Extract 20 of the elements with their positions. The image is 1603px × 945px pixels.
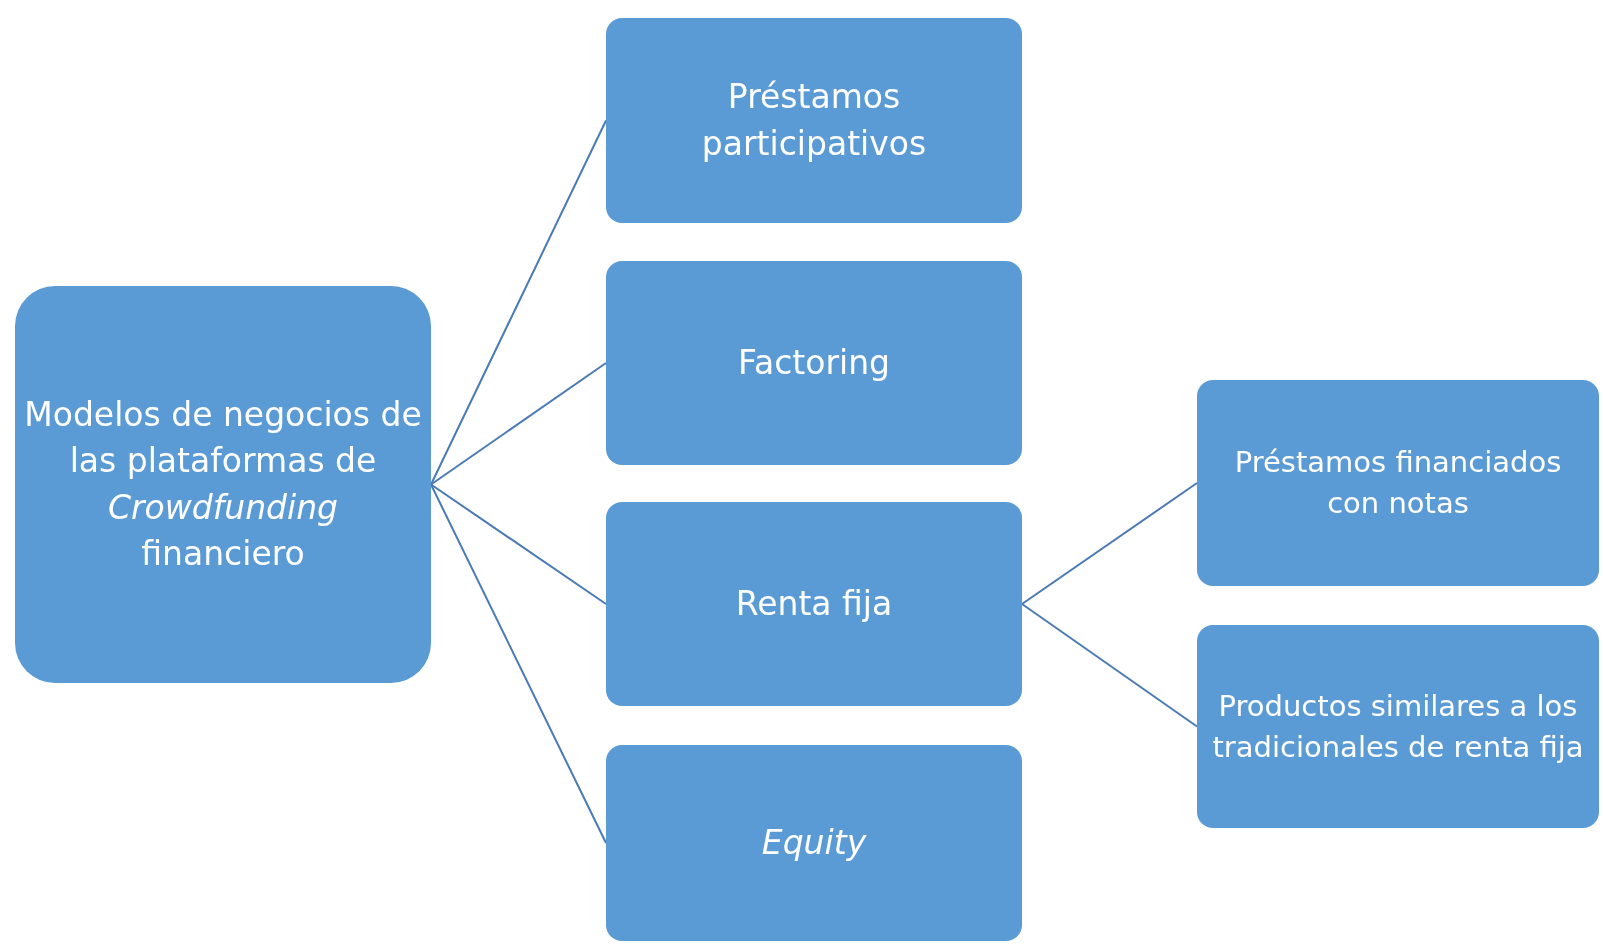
connector-line [1021, 482, 1198, 605]
box-label: Préstamos financiados con notas [1233, 444, 1563, 522]
box-label: Factoring [737, 341, 890, 384]
box-label: Renta fija [735, 582, 893, 625]
category-box [606, 745, 1022, 941]
category-box [1197, 380, 1599, 586]
connector-line [1021, 603, 1198, 728]
connector-line [430, 362, 607, 486]
box-label: Equity [761, 821, 867, 864]
category-box [606, 502, 1022, 706]
box-label: Modelos de negocios de las plataformas de Crowdfunding financiero [23, 394, 423, 575]
category-box [1197, 625, 1599, 828]
category-box [606, 261, 1022, 465]
connector-line [430, 119, 607, 486]
connector-line [430, 483, 607, 844]
connector-line [430, 483, 607, 605]
box-label: Productos similares a los tradicionales de renta fija [1211, 687, 1585, 766]
category-box [606, 18, 1022, 223]
box-label: Préstamos participativos [700, 76, 928, 165]
category-box [15, 286, 431, 683]
